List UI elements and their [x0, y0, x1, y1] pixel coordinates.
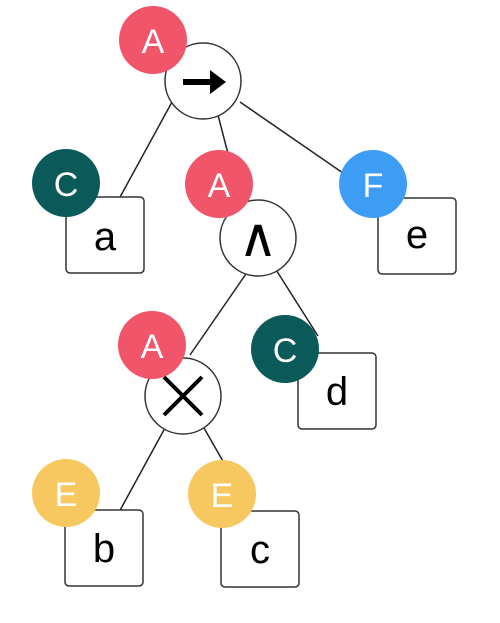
- edge-root-a: [118, 101, 173, 200]
- leaf-e: e: [377, 197, 457, 275]
- leaf-a: a: [65, 196, 145, 274]
- badge-and: A: [185, 150, 253, 218]
- edge-root-e: [239, 101, 357, 183]
- and-operator-node: ∧: [219, 199, 297, 277]
- edge-and-d: [272, 264, 319, 337]
- badge-b-label: E: [55, 476, 78, 514]
- badge-b: E: [32, 459, 100, 527]
- badge-root-label: A: [142, 23, 165, 61]
- badge-e: F: [339, 150, 407, 218]
- tree-edges: [117, 101, 357, 515]
- badge-a-label: C: [54, 166, 79, 204]
- leaf-c-label: c: [250, 528, 270, 572]
- leaf-b-label: b: [93, 527, 115, 571]
- leaf-e-label: e: [406, 213, 428, 257]
- leaf-a-label: a: [94, 215, 117, 259]
- badge-d: C: [251, 315, 319, 383]
- right-arrow-icon: [183, 70, 226, 94]
- leaf-c: c: [220, 510, 300, 588]
- leaf-d: d: [297, 352, 377, 430]
- badge-times-label: A: [141, 328, 164, 366]
- root-operator-node: →: [164, 42, 242, 120]
- badge-c-label: E: [211, 477, 234, 515]
- badge-c: E: [188, 460, 256, 528]
- times-icon: [162, 375, 204, 417]
- badge-root: A: [119, 6, 187, 74]
- leaf-d-label: d: [326, 370, 348, 414]
- badge-a: C: [32, 149, 100, 217]
- edge-times-b: [117, 427, 166, 515]
- and-operator-label: ∧: [238, 208, 278, 268]
- badge-d-label: C: [273, 332, 298, 370]
- badge-times: A: [118, 311, 186, 379]
- badge-e-label: F: [363, 167, 384, 205]
- edge-and-times: [189, 270, 249, 356]
- times-operator-node: ✕: [144, 357, 222, 435]
- badge-and-label: A: [208, 167, 231, 205]
- leaf-b: b: [64, 509, 144, 587]
